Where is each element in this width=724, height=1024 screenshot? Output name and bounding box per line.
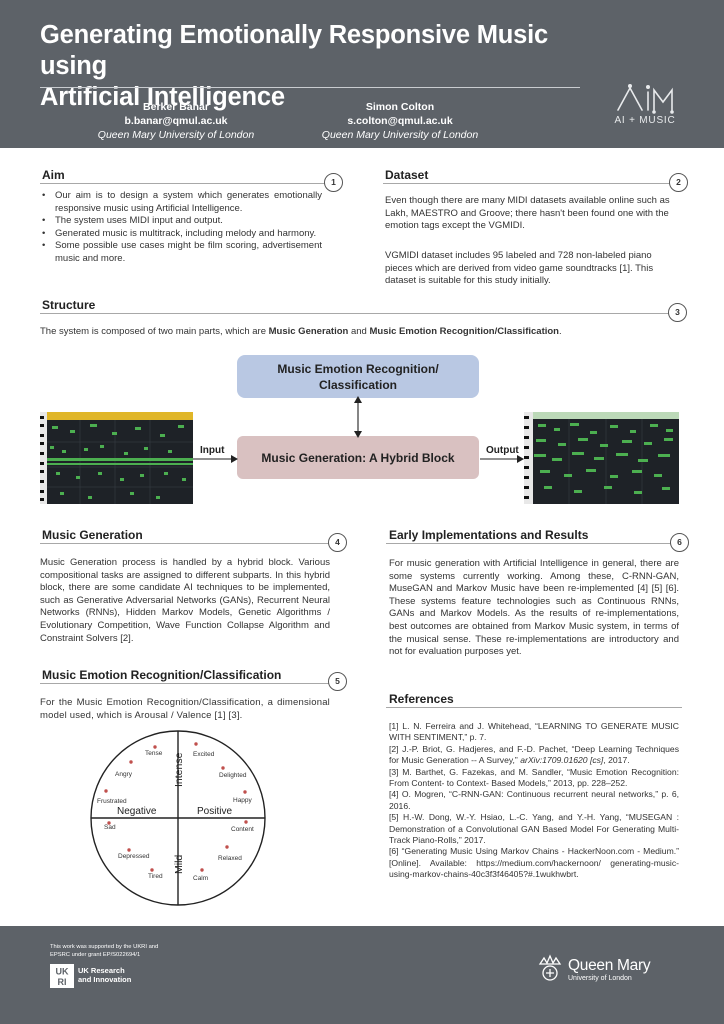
text-run: , 2017. [603, 755, 630, 766]
text-run-bold: Music Emotion Recognition/Classification [369, 326, 559, 337]
emotion-label: Relaxed [218, 855, 242, 862]
author-email[interactable]: s.colton@qmul.ac.uk [347, 115, 453, 127]
reference-item[interactable]: [6] “Generating Music Using Markov Chain… [389, 846, 679, 880]
list-item: Some possible use cases might be film sc… [40, 240, 322, 265]
text-run: The system is composed of two main parts… [40, 326, 269, 337]
section-title-music-generation: Music Generation [42, 528, 143, 542]
reference-item: [3] M. Barthet, G. Fazekas, and M. Sandl… [389, 766, 679, 789]
funding-acknowledgement: This work was supported by the UKRI and … [50, 944, 190, 959]
emotion-label: Happy [233, 797, 252, 804]
emotion-label: Angry [115, 771, 132, 778]
queen-mary-crest-icon [538, 954, 562, 981]
reference-item: [4] O. Mogren, “C-RNN-GAN: Continuous re… [389, 789, 679, 811]
title-line-1: Generating Emotionally Responsive Music … [40, 21, 548, 80]
section-rule [383, 183, 673, 184]
svg-text:UK: UK [56, 967, 69, 977]
axis-label-mild: Mild [173, 854, 185, 874]
section-rule [40, 183, 330, 184]
reference-item: [2] J.-P. Briot, G. Hadjeres, and F.-D. … [389, 744, 679, 767]
arousal-valence-diagram [90, 730, 266, 906]
author-1: Berker Banar b.banar@qmul.ac.uk Queen Ma… [86, 100, 266, 142]
header-band [0, 0, 724, 148]
author-affiliation: Queen Mary University of London [97, 129, 255, 141]
section-rule [386, 543, 676, 544]
section-title-early-implementations: Early Implementations and Results [389, 528, 589, 542]
music-generation-box: Music Generation: A Hybrid Block [237, 436, 479, 479]
aim-logo-icon [617, 84, 674, 114]
output-pianoroll-image [524, 412, 679, 504]
section-title-emotion: Music Emotion Recognition/Classification [42, 668, 282, 682]
dataset-paragraph-1: Even though there are many MIDI datasets… [385, 195, 670, 232]
emotion-label: Excited [193, 751, 215, 758]
text-run: EPSRC under grant EP/S022694/1 [50, 951, 141, 958]
text-run: This work was supported by the UKRI and [50, 944, 159, 950]
reference-item: [1] L. N. Ferreira and J. Whitehead, “LE… [389, 721, 679, 743]
section-number-badge: 2 [669, 173, 688, 192]
emotion-paragraph: For the Music Emotion Recognition/Classi… [40, 697, 330, 721]
input-label: Input [200, 445, 225, 456]
aim-bullet-list: Our aim is to design a system which gene… [40, 190, 322, 266]
emotion-label: Calm [193, 875, 209, 882]
references-list: [1] L. N. Ferreira and J. Whitehead, “LE… [389, 721, 679, 881]
early-implementations-paragraph: For music generation with Artificial Int… [389, 558, 679, 658]
section-title-references: References [389, 692, 454, 706]
emotion-label: Tired [148, 873, 163, 880]
dataset-paragraph-2: VGMIDI dataset includes 95 labeled and 7… [385, 250, 654, 287]
emotion-label: Delighted [219, 772, 247, 779]
axis-label-positive: Positive [197, 806, 233, 817]
section-title-structure: Structure [42, 298, 96, 312]
axis-label-intense: Intense [173, 752, 185, 787]
reference-item: [5] H.-W. Dong, W.-Y. Hsiao, L.-C. Yang,… [389, 812, 679, 846]
input-pianoroll-image [40, 412, 193, 504]
text-run-bold: Music Generation [268, 326, 349, 337]
section-number-badge: 5 [328, 672, 347, 691]
list-item: The system uses MIDI input and output. [40, 215, 322, 228]
text-run: UK Research [78, 966, 125, 975]
section-number-badge: 6 [670, 533, 689, 552]
author-name: Simon Colton [365, 101, 435, 113]
axis-label-negative: Negative [117, 806, 157, 817]
structure-arrows [193, 396, 524, 463]
emotion-label: Depressed [118, 853, 150, 860]
list-item: Our aim is to design a system which gene… [40, 190, 322, 215]
section-number-badge: 1 [324, 173, 343, 192]
queen-mary-subtitle: University of London [568, 975, 632, 982]
text-run: [2] J.-P. Briot, G. Hadjeres, and F.-D. … [389, 743, 679, 766]
emotion-label: Content [231, 826, 254, 833]
aim-logo-subtitle: AI + MUSIC [614, 115, 676, 126]
text-run-italic: arXiv:1709.01620 [cs] [520, 755, 604, 766]
music-generation-paragraph: Music Generation process is handled by a… [40, 557, 330, 644]
list-item: Generated music is multitrack, including… [40, 228, 322, 241]
footer-band [0, 926, 724, 1024]
section-rule [386, 707, 682, 708]
section-number-badge: 3 [668, 303, 687, 322]
emotion-label: Frustrated [97, 798, 127, 805]
structure-intro: The system is composed of two main parts… [40, 326, 680, 339]
section-rule [40, 543, 334, 544]
author-affiliation: Queen Mary University of London [321, 129, 479, 141]
title-divider [40, 87, 580, 88]
section-title-dataset: Dataset [385, 168, 429, 182]
section-rule [40, 313, 674, 314]
text-run: and [348, 326, 370, 337]
author-2: Simon Colton s.colton@qmul.ac.uk Queen M… [310, 100, 490, 142]
output-label: Output [486, 445, 519, 456]
author-email[interactable]: b.banar@qmul.ac.uk [124, 115, 228, 127]
emotion-label: Tense [145, 750, 163, 757]
ukri-wordmark: UK Research and Innovation [78, 966, 131, 984]
author-name: Berker Banar [143, 101, 209, 113]
ukri-logo-icon: UK RI [50, 964, 74, 988]
queen-mary-wordmark: Queen Mary [568, 957, 651, 974]
section-title-aim: Aim [42, 168, 65, 182]
emotion-recognition-box: Music Emotion Recognition/ Classificatio… [237, 355, 479, 398]
text-run: and Innovation [78, 975, 132, 984]
text-run: . [558, 326, 562, 337]
svg-text:RI: RI [58, 977, 67, 987]
section-rule [40, 683, 334, 684]
section-number-badge: 4 [328, 533, 347, 552]
emotion-label: Sad [104, 824, 116, 831]
